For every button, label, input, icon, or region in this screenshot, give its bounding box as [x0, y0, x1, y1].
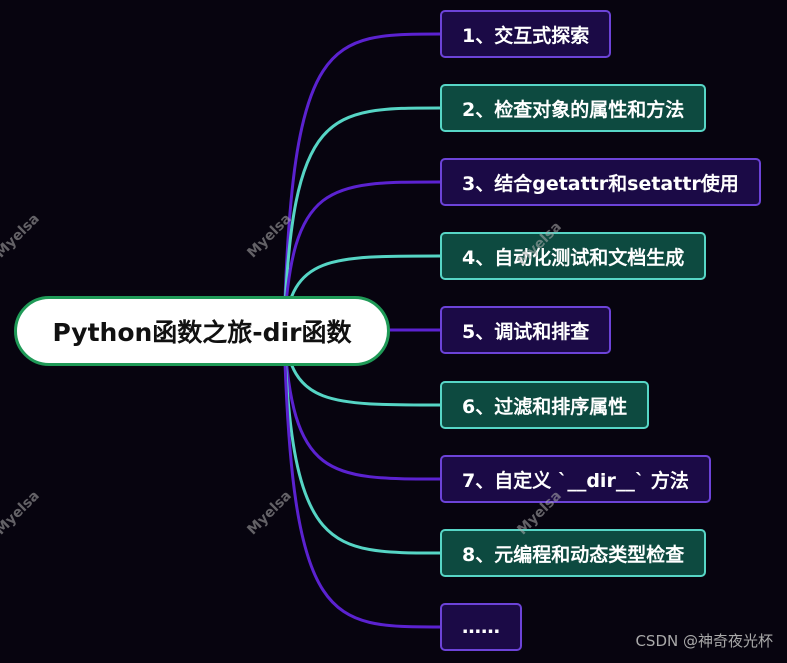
- branch-node-label: ……: [462, 616, 500, 638]
- root-node-label: Python函数之旅-dir函数: [52, 318, 352, 347]
- branch-node-7[interactable]: 7、自定义 `__dir__` 方法: [440, 455, 711, 503]
- branch-node-label: 2、检查对象的属性和方法: [462, 98, 685, 121]
- branch-node-label: 8、元编程和动态类型检查: [462, 543, 685, 566]
- branch-node-2[interactable]: 2、检查对象的属性和方法: [440, 84, 707, 132]
- branch-node-9[interactable]: ……: [440, 603, 522, 651]
- branch-node-8[interactable]: 8、元编程和动态类型检查: [440, 529, 707, 577]
- connector-line: [282, 106, 441, 332]
- connector-line: [282, 330, 441, 555]
- root-node[interactable]: Python函数之旅-dir函数: [14, 296, 390, 366]
- connector-line: [282, 180, 441, 332]
- branch-node-label: 3、结合getattr和setattr使用: [462, 172, 739, 195]
- branch-node-5[interactable]: 5、调试和排查: [440, 306, 612, 354]
- branch-node-3[interactable]: 3、结合getattr和setattr使用: [440, 158, 761, 206]
- connector-line: [282, 330, 441, 481]
- branch-node-label: 1、交互式探索: [462, 24, 590, 47]
- csdn-credit: CSDN @神奇夜光杯: [635, 632, 773, 650]
- branch-node-label: 7、自定义 `__dir__` 方法: [462, 469, 689, 492]
- connector-line: [282, 330, 441, 629]
- branch-node-label: 4、自动化测试和文档生成: [462, 246, 685, 269]
- branch-node-1[interactable]: 1、交互式探索: [440, 10, 612, 58]
- branch-node-label: 5、调试和排查: [462, 320, 590, 343]
- branch-node-4[interactable]: 4、自动化测试和文档生成: [440, 232, 707, 280]
- branch-node-6[interactable]: 6、过滤和排序属性: [440, 381, 650, 429]
- branch-node-label: 6、过滤和排序属性: [462, 395, 628, 418]
- connector-line: [282, 32, 441, 332]
